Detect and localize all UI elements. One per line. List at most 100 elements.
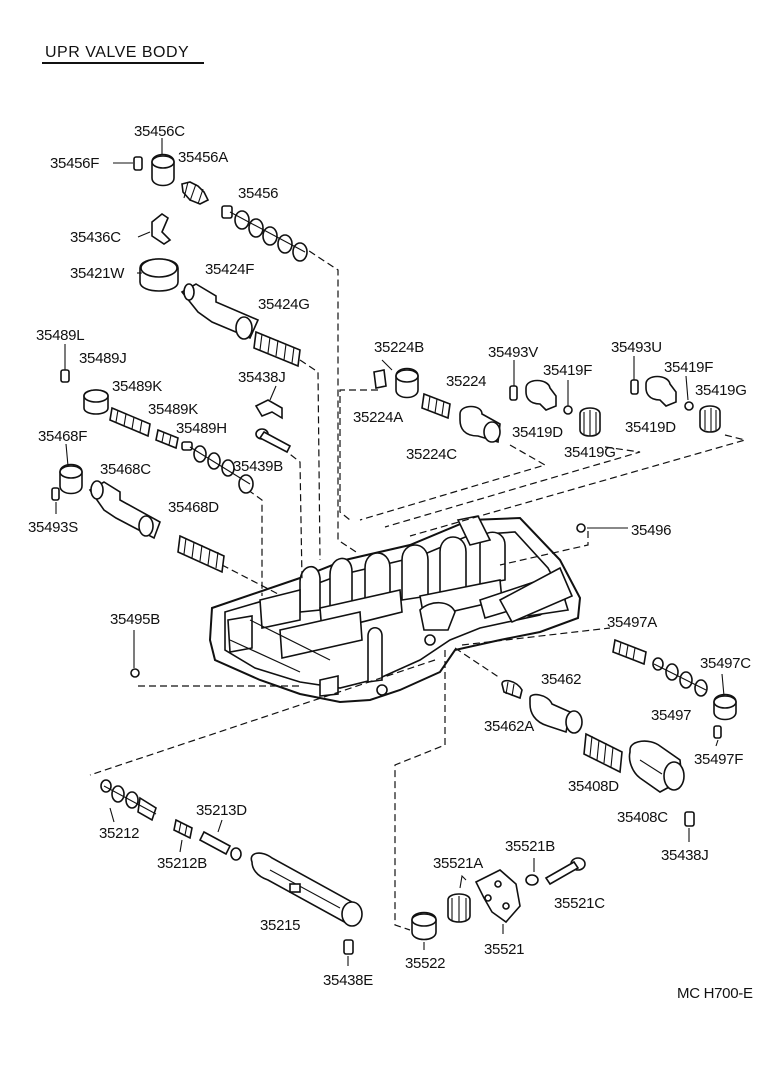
part-35224-valve — [459, 405, 501, 444]
part-35489K-spring-1 — [109, 406, 151, 438]
label-35439B: 35439B — [233, 458, 283, 475]
part-35438E-clip — [343, 939, 354, 955]
label-35224: 35224 — [446, 373, 486, 390]
label-35224A: 35224A — [353, 409, 403, 426]
label-35419F-right: 35419F — [664, 359, 713, 376]
label-35456C: 35456C — [134, 123, 185, 140]
label-35521: 35521 — [484, 941, 524, 958]
part-35462-valve — [529, 693, 583, 734]
part-35462A-spring — [501, 679, 523, 700]
label-35456A: 35456A — [178, 149, 228, 166]
label-35408D: 35408D — [568, 778, 619, 795]
upper-valve-body — [208, 515, 582, 704]
label-35489K-1: 35489K — [112, 378, 162, 395]
part-35468C-valve — [88, 480, 161, 540]
part-35497C — [713, 693, 737, 721]
part-35213D-pin — [198, 830, 242, 861]
part-35215-sleeve — [250, 852, 363, 927]
label-35408C: 35408C — [617, 809, 668, 826]
part-35419D-mid — [525, 379, 557, 411]
label-35212B: 35212B — [157, 855, 207, 872]
part-35522 — [411, 911, 437, 941]
part-35468F — [59, 463, 83, 495]
leader-lines — [55, 138, 725, 966]
label-35424G: 35424G — [258, 296, 310, 313]
label-35489H: 35489H — [176, 420, 227, 437]
part-35497F — [713, 725, 722, 739]
part-35495B-ball — [130, 668, 140, 678]
label-35497C: 35497C — [700, 655, 751, 672]
label-35213D: 35213D — [196, 802, 247, 819]
part-35436C — [151, 213, 172, 245]
label-35436C: 35436C — [70, 229, 121, 246]
part-35456F — [133, 156, 143, 171]
part-35438J-clip-top — [254, 399, 283, 420]
label-35419F-mid: 35419F — [543, 362, 592, 379]
assembly-guide-lines — [89, 244, 748, 931]
part-35424F — [180, 283, 260, 340]
part-35521-plate — [474, 869, 521, 924]
part-35439B-bolt — [255, 428, 292, 454]
part-35456A-spring — [181, 181, 210, 205]
part-35408D-spring — [583, 732, 623, 774]
part-35212B-spring — [173, 818, 193, 840]
label-35497: 35497 — [651, 707, 691, 724]
part-35438J-clip-right — [684, 811, 695, 827]
label-35438J-top: 35438J — [238, 369, 285, 386]
part-35493U — [630, 379, 639, 395]
part-35224C-spring — [421, 392, 451, 420]
label-35438E: 35438E — [323, 972, 373, 989]
label-35212: 35212 — [99, 825, 139, 842]
label-35521B: 35521B — [505, 838, 555, 855]
label-35462A: 35462A — [484, 718, 534, 735]
part-35424G-spring — [253, 330, 301, 368]
part-35496-ball — [576, 523, 586, 533]
label-35493S: 35493S — [28, 519, 78, 536]
diagram-title: UPR VALVE BODY — [45, 44, 189, 61]
part-35497A-spring — [612, 638, 647, 666]
part-35419G-right-spring — [699, 405, 721, 433]
label-35468C: 35468C — [100, 461, 151, 478]
diagram-code: MC H700-E — [677, 985, 753, 1002]
part-35212-valve — [100, 779, 157, 822]
label-35489K-2: 35489K — [148, 401, 198, 418]
part-35419D-right — [645, 375, 677, 407]
part-35493S — [51, 487, 60, 501]
part-35493V — [509, 385, 518, 401]
part-35521C-bolt — [544, 857, 586, 886]
part-35419F-right — [684, 401, 694, 411]
label-35224C: 35224C — [406, 446, 457, 463]
part-35224A — [373, 369, 387, 389]
label-35493V: 35493V — [488, 344, 538, 361]
label-35438J-right: 35438J — [661, 847, 708, 864]
part-35521B-washer — [525, 874, 539, 886]
part-35456-valve — [221, 205, 308, 262]
part-35497-valve — [652, 657, 708, 697]
part-35489K-spring-2 — [155, 428, 179, 450]
part-35489H-valve — [181, 441, 254, 494]
label-35419D-right: 35419D — [625, 419, 676, 436]
label-35522: 35522 — [405, 955, 445, 972]
label-35419G-right: 35419G — [695, 382, 747, 399]
label-35497F: 35497F — [694, 751, 743, 768]
label-35497A: 35497A — [607, 614, 657, 631]
label-35521A: 35521A — [433, 855, 483, 872]
label-35215: 35215 — [260, 917, 300, 934]
label-35456: 35456 — [238, 185, 278, 202]
part-35489L — [60, 369, 70, 383]
label-35489L: 35489L — [36, 327, 84, 344]
label-35424F: 35424F — [205, 261, 254, 278]
part-35456C — [151, 153, 175, 187]
part-35521A-spring — [447, 874, 471, 923]
part-35419F-mid — [563, 405, 573, 415]
label-35495B: 35495B — [110, 611, 160, 628]
label-35224B: 35224B — [374, 339, 424, 356]
label-35496: 35496 — [631, 522, 671, 539]
label-35521C: 35521C — [554, 895, 605, 912]
label-35456F: 35456F — [50, 155, 99, 172]
part-35419G-mid-spring — [579, 407, 601, 437]
label-35468F: 35468F — [38, 428, 87, 445]
part-35468D-spring — [177, 534, 225, 574]
